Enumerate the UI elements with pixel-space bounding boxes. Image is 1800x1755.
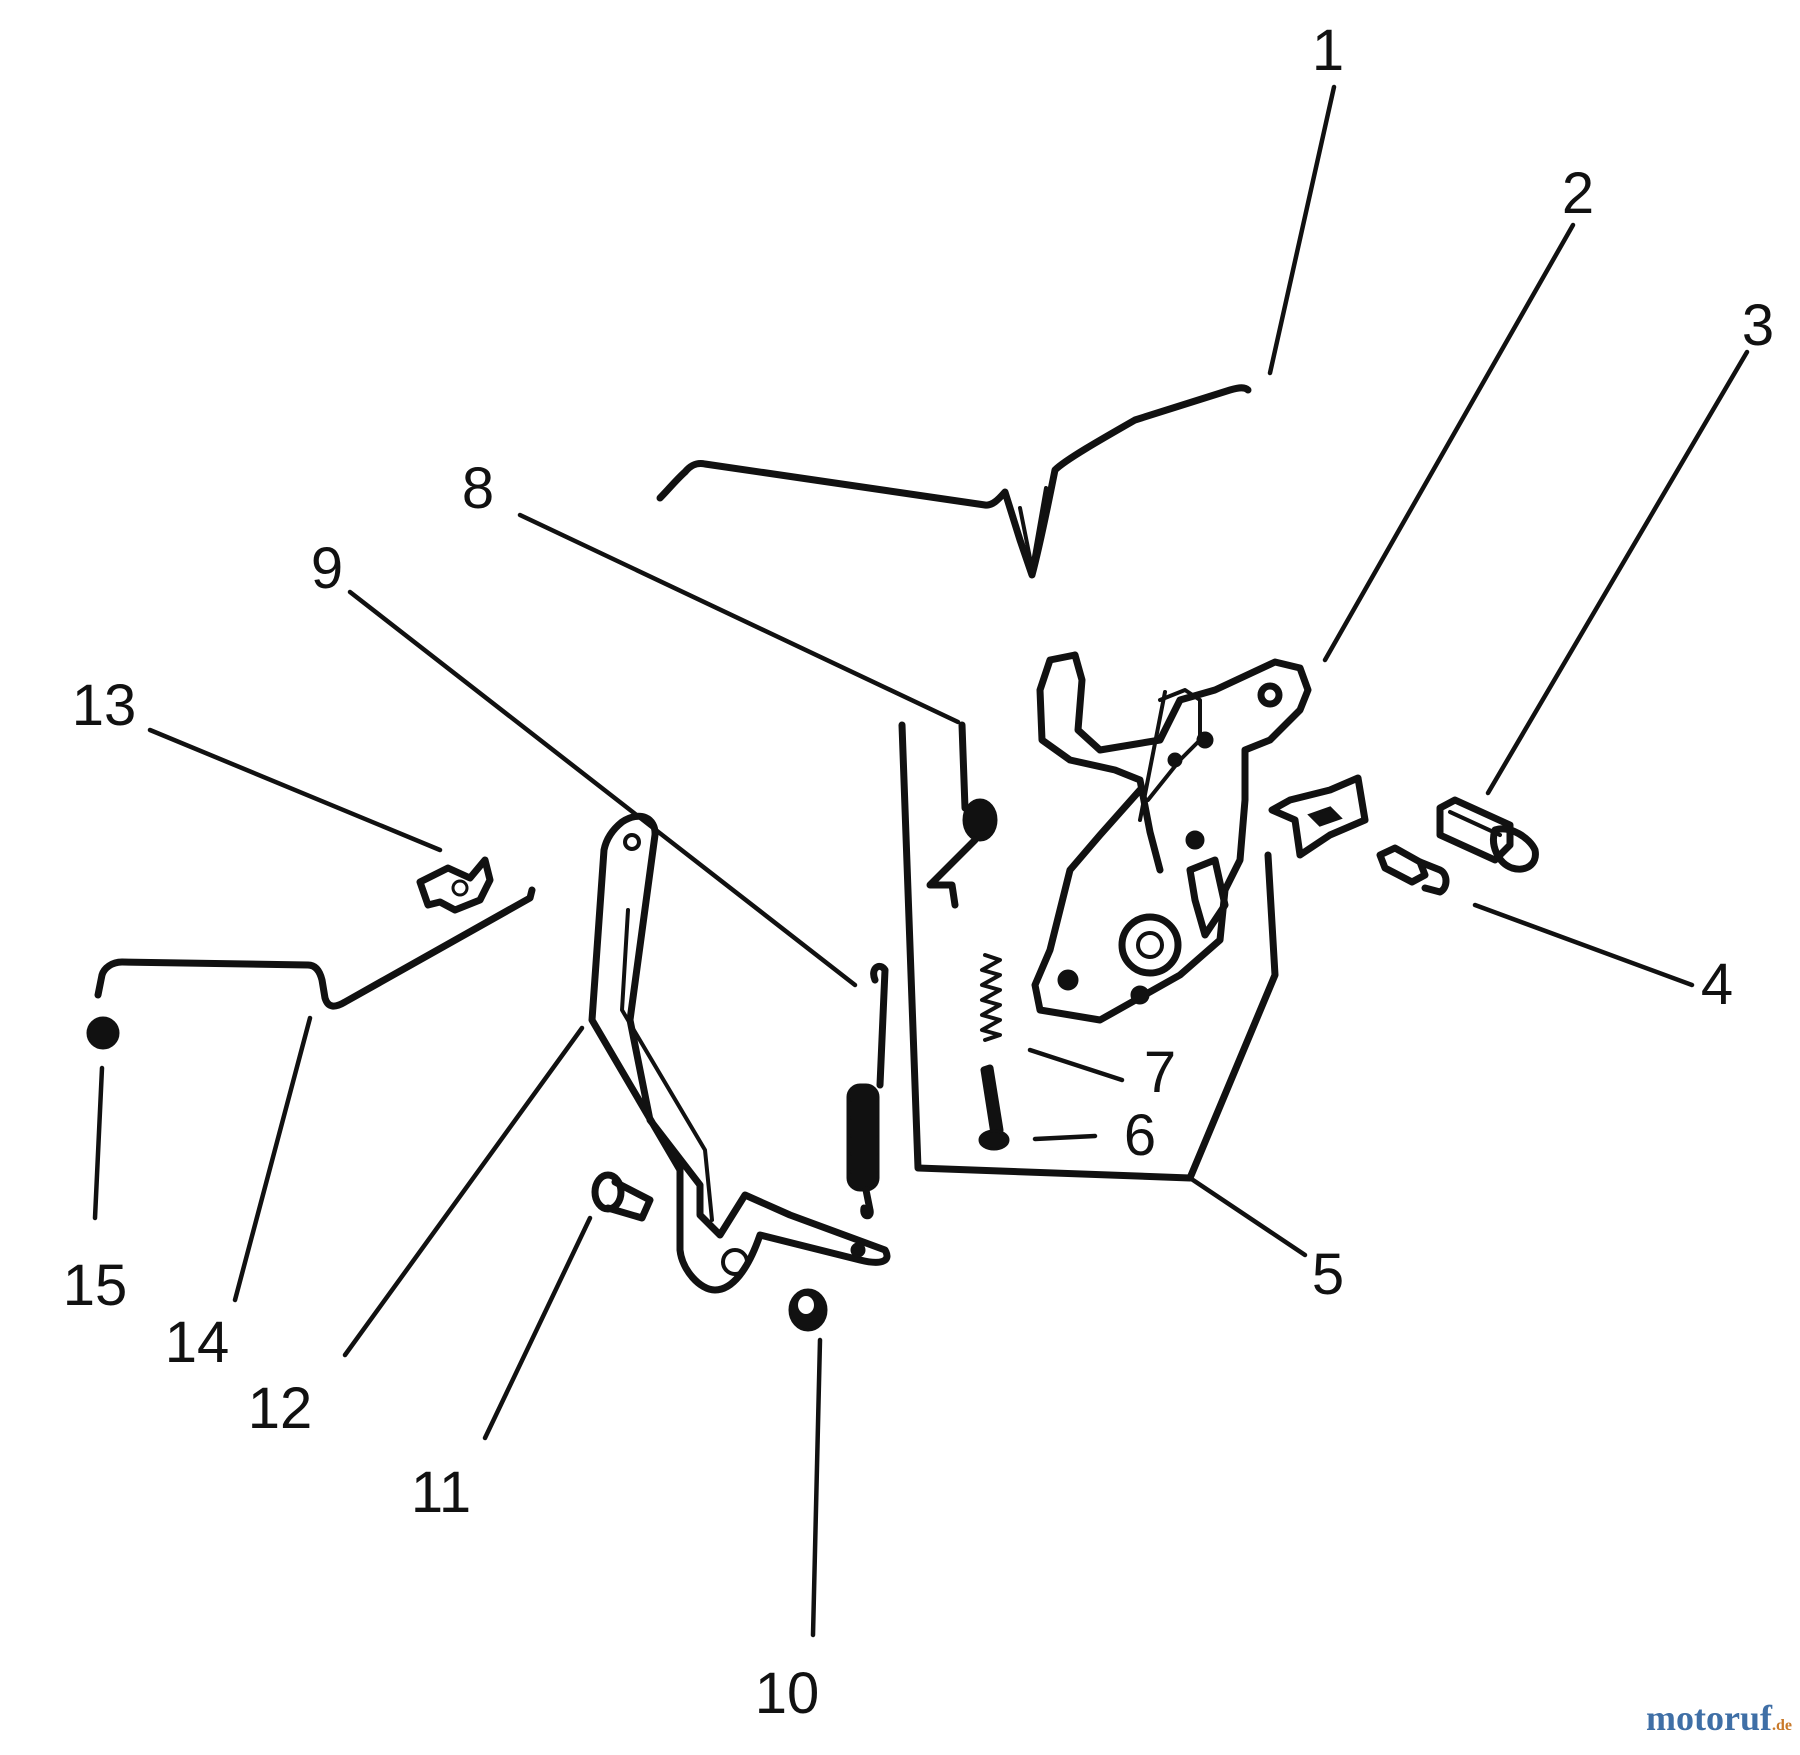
part-2-control-bracket [1031,651,1312,1024]
leader-11 [482,1215,593,1441]
part-7-spring [980,953,1002,1042]
leader-3 [1485,349,1750,796]
leader-8 [517,512,961,725]
watermark-suffix: .de [1772,1717,1792,1734]
watermark-main: motoruf [1646,1698,1772,1738]
part-6-screw [978,1064,1010,1151]
leader-1 [1267,84,1337,376]
watermark-logo: motoruf.de [1646,1697,1792,1739]
leader-lines [92,84,1750,1638]
callout-8: 8 [462,456,494,521]
leader-9 [347,589,858,988]
part-13-clip [416,856,494,914]
callout-4: 4 [1701,952,1733,1017]
callout-3: 3 [1742,293,1774,358]
part-1-rod [656,384,1252,579]
callout-11: 11 [411,1460,471,1525]
part-9-extension-spring [846,962,889,1220]
callout-2: 2 [1562,161,1594,226]
callout-10: 10 [755,1661,820,1726]
callout-5: 5 [1312,1242,1344,1307]
callout-12: 12 [248,1376,313,1441]
leader-2 [1322,222,1576,663]
part-10-nut [788,1288,828,1332]
callout-1: 1 [1312,18,1344,83]
callout-7: 7 [1144,1040,1176,1105]
callout-13: 13 [72,673,137,738]
part-11-shoulder-bolt [591,1171,654,1222]
part-4-screw-and-clip [1268,774,1450,896]
leader-4 [1472,902,1695,988]
callout-6: 6 [1124,1103,1156,1168]
callout-9: 9 [311,536,343,601]
callout-labels: 1 2 3 4 5 6 7 8 9 10 11 12 13 14 15 [63,18,1774,1726]
leader-10 [810,1337,823,1638]
callout-14: 14 [165,1310,230,1375]
part-3-bolt [1436,796,1539,873]
leader-5 [1187,1175,1308,1258]
leader-15 [92,1065,105,1221]
part-5-panel [898,721,1279,1182]
part-12-lever-arm [588,812,891,1294]
leader-13 [147,727,443,853]
leader-12 [342,1025,585,1358]
part-14-link-rod [94,886,536,1010]
part-15-knob [86,1016,120,1050]
part-8-torsion-spring [926,721,998,909]
callout-15: 15 [63,1253,128,1318]
leader-7 [1027,1047,1125,1083]
leader-14 [232,1015,313,1303]
leader-6 [1032,1133,1098,1142]
